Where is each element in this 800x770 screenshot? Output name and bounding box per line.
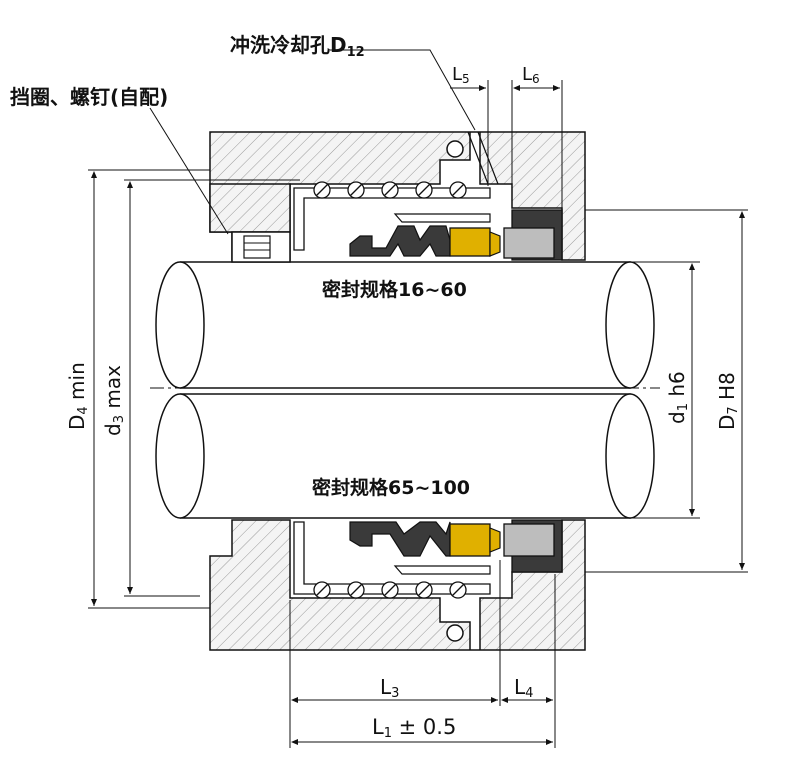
housing-top <box>209 131 586 261</box>
d7-label: D7 H8 <box>715 372 741 430</box>
d3-label: d3 max <box>101 365 127 436</box>
retainer-label: 挡圈、螺钉(自配) <box>10 85 168 109</box>
l5-label: L5 <box>452 64 470 86</box>
l4-label: L4 <box>514 675 533 701</box>
d1-label: d1 h6 <box>665 371 691 424</box>
seal-top <box>231 181 563 263</box>
oring-top-icon <box>446 140 464 158</box>
d4-label: D4 min <box>65 362 91 430</box>
l6-label: L6 <box>522 64 540 86</box>
size-large-label: 密封规格65~100 <box>312 476 470 499</box>
screw-icon <box>243 235 271 259</box>
shaft-upper <box>155 261 655 389</box>
shaft-lower <box>155 393 655 519</box>
size-small-label: 密封规格16~60 <box>322 278 467 301</box>
dimensions <box>88 49 748 748</box>
l1-label: L1 ± 0.5 <box>372 715 456 741</box>
l3-label: L3 <box>380 675 399 701</box>
flush-hole-label: 冲洗冷却孔D12 <box>230 33 365 60</box>
seal-bottom <box>293 519 563 599</box>
oring-bottom-icon <box>446 624 464 642</box>
